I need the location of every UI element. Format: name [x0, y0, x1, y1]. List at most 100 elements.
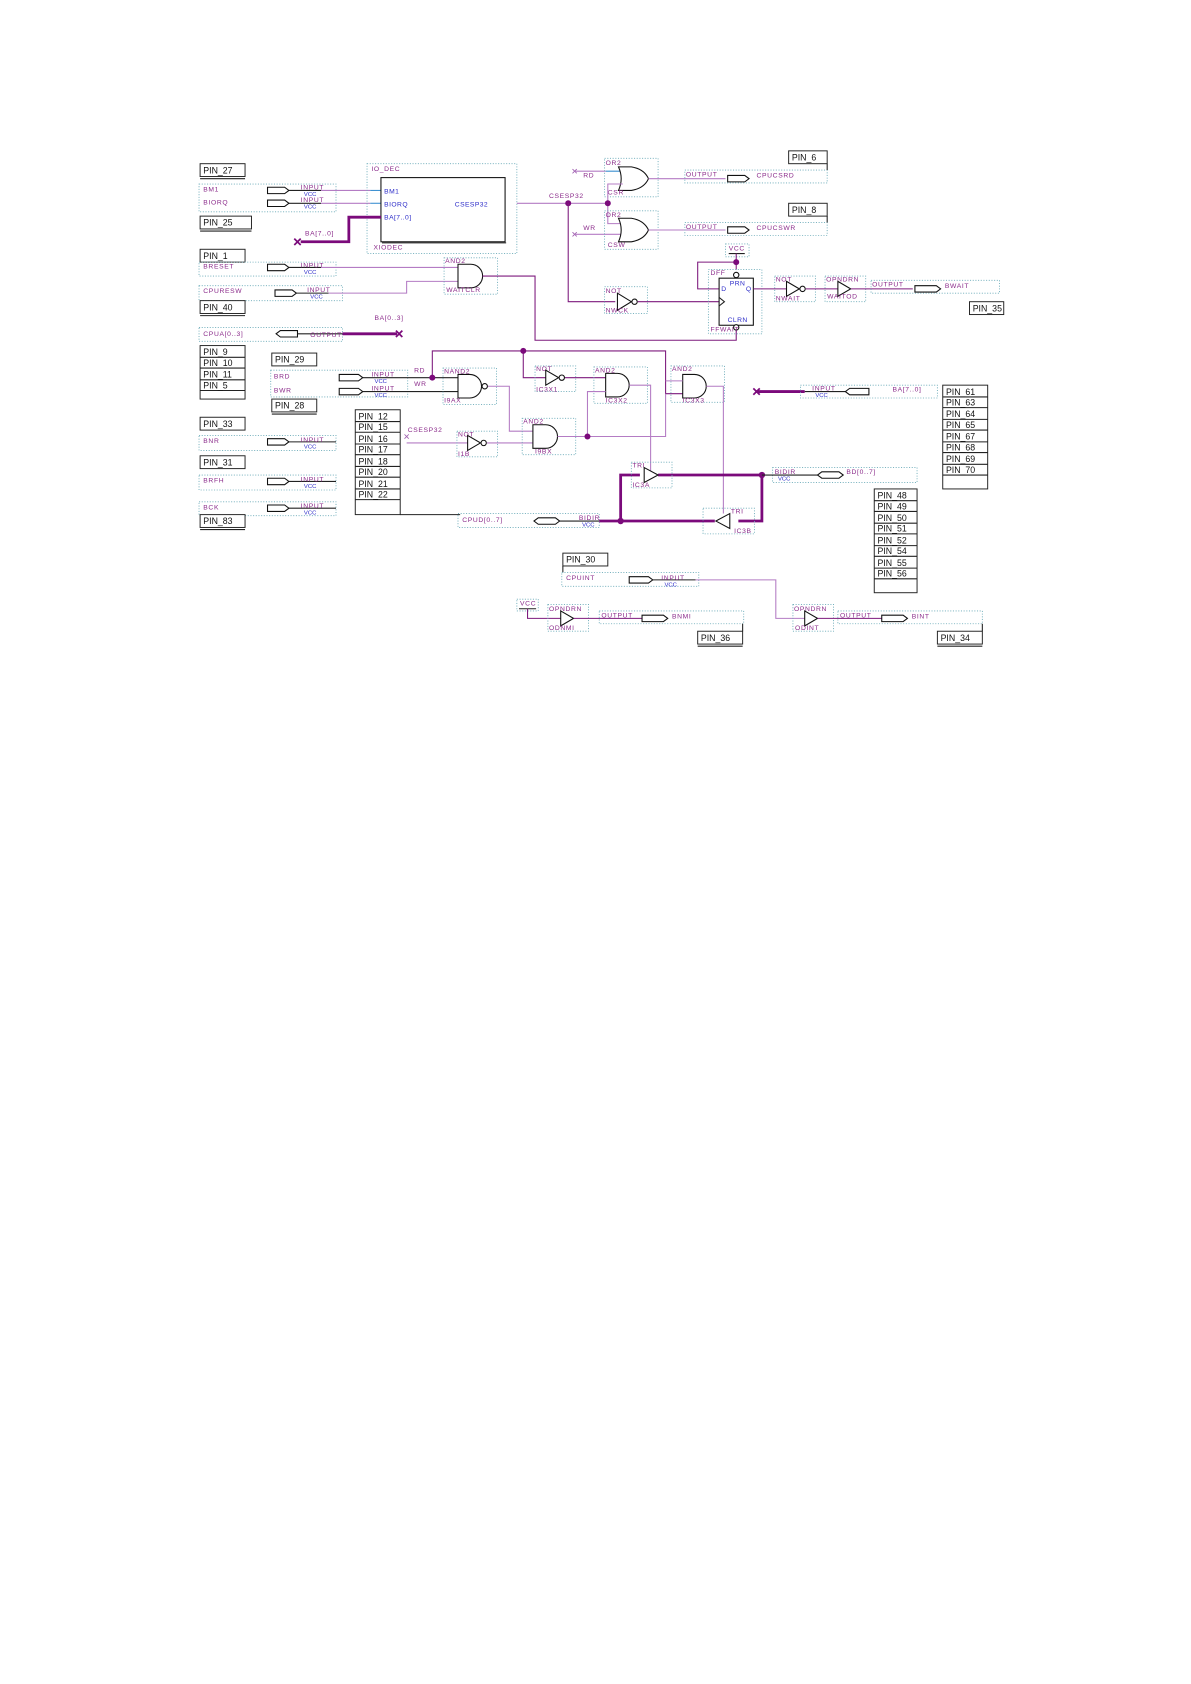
input-port-icon[interactable] — [338, 387, 364, 396]
instance-name: WAITOD — [827, 293, 857, 300]
or-gate-csr[interactable]: OR2 CSR — [604, 157, 659, 198]
input-port-icon[interactable] — [844, 387, 870, 396]
port-type: OUTPUT — [310, 332, 342, 339]
pin-25: PIN_25 — [199, 215, 252, 232]
block-title: IO_DEC — [371, 166, 400, 173]
bidir-port-icon[interactable] — [816, 471, 845, 479]
vcc-symbol: VCC — [725, 243, 750, 258]
port-type: OUTPUT — [686, 172, 718, 179]
net-rd: RD — [414, 367, 425, 374]
pin-label: PIN_17 — [358, 445, 387, 455]
output-port-icon[interactable] — [727, 226, 750, 234]
port-bm1: BM1 — [384, 189, 399, 196]
input-port-icon[interactable] — [266, 438, 290, 446]
output-port-icon[interactable] — [881, 614, 909, 623]
pin-label: PIN_16 — [358, 434, 387, 444]
gate-type: AND2 — [595, 367, 616, 374]
and-gate-waitclr[interactable]: AND2 WAITCLR — [443, 257, 499, 295]
pin-label: PIN_15 — [358, 422, 387, 432]
gate-type: NAND2 — [444, 368, 470, 375]
junction-dot — [584, 433, 591, 440]
junction-dot — [733, 259, 740, 266]
pin-label: PIN_27 — [203, 165, 232, 175]
gate-type: OPNDRN — [794, 606, 827, 613]
pin-label: PIN_25 — [203, 218, 232, 228]
instance-name: I9AX — [444, 397, 461, 404]
port-vcc: VCC — [304, 511, 317, 517]
port-type: INPUT — [301, 262, 324, 269]
port-type: INPUT — [371, 386, 394, 393]
instance-name: ODINT — [795, 625, 819, 632]
io-dec-block[interactable]: IO_DEC BM1 BIORQ BA[7..0] CSESP32 XIODEC — [366, 163, 518, 254]
instance-name: NWCK — [606, 307, 629, 314]
pin-label: PIN_11 — [203, 370, 232, 380]
pin-label: PIN_12 — [358, 411, 387, 421]
pin-8: PIN_8 — [788, 202, 828, 223]
input-port-icon[interactable] — [338, 373, 364, 382]
pin-30: PIN_30 — [562, 552, 609, 573]
not-gate-nwck[interactable]: NOT NWCK — [604, 286, 648, 315]
signal-brfh: BRFH — [203, 478, 224, 485]
nand-gate-i9ax[interactable]: NAND2 I9AX — [442, 367, 497, 405]
port-type: INPUT — [301, 437, 324, 444]
pin-label: PIN_61 — [946, 387, 975, 397]
bus-end-x-icon — [293, 237, 302, 246]
instance-name: IC3X1 — [536, 387, 558, 394]
instance-name: IC3B — [734, 528, 752, 535]
pin-label: PIN_30 — [566, 555, 595, 565]
input-port-icon[interactable] — [266, 199, 290, 208]
output-port-icon[interactable] — [641, 614, 669, 623]
pin-list-ba: PIN_61 PIN_63 PIN_64 PIN_65 PIN_67 PIN_6… — [942, 384, 989, 490]
instance-name: XIODEC — [373, 244, 403, 251]
pin-label: PIN_64 — [946, 409, 975, 419]
port-type: BIDIR — [775, 469, 796, 476]
port-vcc: VCC — [815, 393, 828, 399]
instance-name: I1B — [458, 451, 470, 458]
tri-buffer-ic3a[interactable]: TRI IC3A — [630, 461, 673, 489]
signal-cpucsrd: CPUCSRD — [757, 173, 795, 180]
instance-name: I9BX — [535, 449, 552, 456]
instance-name: WAITCLR — [446, 287, 481, 294]
tri-buffer-ic3b[interactable]: TRI IC3B — [702, 507, 755, 535]
pin-label: PIN_18 — [358, 456, 387, 466]
port-vcc: VCC — [375, 379, 388, 385]
gate-type: TRI — [632, 463, 645, 470]
not-gate-ic3x1[interactable]: NOT IC3X1 — [534, 365, 577, 394]
gate-type: OPNDRN — [549, 606, 582, 613]
input-port-icon[interactable] — [266, 477, 290, 486]
signal-bd: BD[0..7] — [846, 469, 875, 476]
signal-bwait: BWAIT — [945, 283, 969, 290]
input-port-icon[interactable] — [266, 504, 290, 512]
dff-ffwait[interactable]: DFF PRN D Q CLRN FFWAIT — [707, 269, 763, 335]
pin-label: PIN_28 — [275, 401, 304, 411]
not-gate-i1b[interactable]: NOT I1B — [456, 430, 499, 458]
and-gate-ic3x3[interactable]: AND2 IC3X3 — [670, 365, 725, 404]
output-port-icon[interactable] — [914, 285, 942, 293]
vcc-label: VCC — [520, 601, 536, 608]
and-gate-ic3x2[interactable]: AND2 IC3X2 — [593, 366, 648, 404]
port-type: INPUT — [812, 386, 835, 393]
input-port-icon[interactable] — [266, 263, 290, 272]
port-type: INPUT — [307, 287, 330, 294]
pin-6: PIN_6 — [788, 150, 828, 171]
port-type: INPUT — [661, 575, 684, 582]
pin-label: PIN_49 — [877, 501, 906, 511]
net-rd: RD — [583, 173, 594, 180]
pin-label: PIN_50 — [877, 513, 906, 523]
pin-label: PIN_69 — [946, 454, 975, 464]
net-csesp32: CSESP32 — [549, 193, 584, 200]
and-gate-i9bx[interactable]: AND2 I9BX — [521, 417, 577, 456]
input-port-icon[interactable] — [274, 289, 298, 297]
pin-label: PIN_34 — [941, 633, 970, 643]
output-port-icon[interactable] — [275, 330, 299, 338]
port-type: OUTPUT — [601, 612, 633, 619]
gate-type: NOT — [536, 366, 552, 373]
port-type: BIDIR — [579, 515, 600, 522]
output-port-icon[interactable] — [727, 174, 750, 183]
input-port-icon[interactable] — [266, 186, 290, 195]
junction-dot — [520, 347, 527, 354]
net-ba03: BA[0..3] — [375, 315, 404, 322]
input-port-icon[interactable] — [628, 576, 654, 584]
signal-cpua: CPUA[0..3] — [203, 331, 243, 338]
bidir-port-icon[interactable] — [533, 517, 561, 525]
